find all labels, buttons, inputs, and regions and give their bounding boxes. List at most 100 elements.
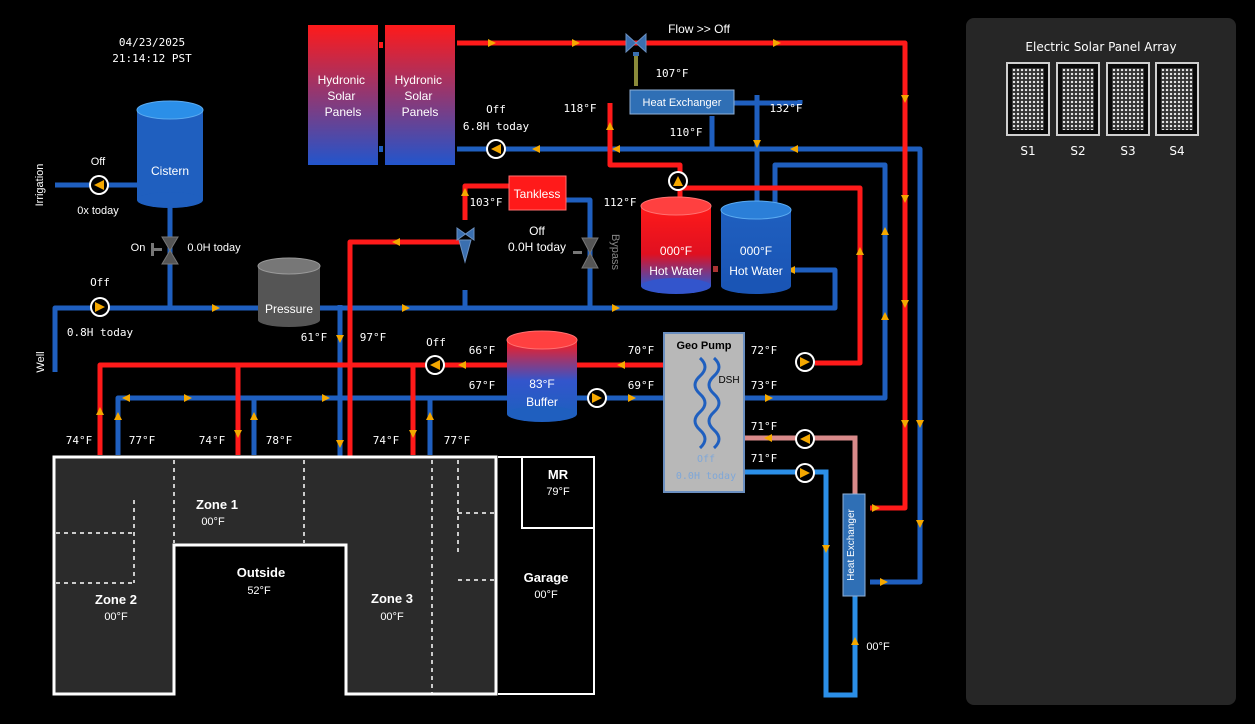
solar-pump-status: Off [486,103,506,116]
geo-temp-right-4: 71°F [751,452,778,465]
bypass-valve[interactable] [573,237,599,269]
zone3-return-temp: 77°F [444,434,471,447]
hx-bottom-temp: 00°F [866,641,890,653]
well-runtime: 0.8H today [67,326,134,339]
hot-water-tank-1[interactable]: 000°F Hot Water [640,196,712,294]
dhw-pump-icon[interactable] [795,352,815,372]
tankless-status: Off [529,224,545,238]
hx-top-temp-right: 132°F [769,102,802,115]
svg-text:Hydronic Solar Pan: Hydronic Solar Panels [395,73,446,119]
svg-text:Cistern: Cistern [151,164,189,178]
date-text: 04/23/2025 [119,36,185,49]
zone1-supply-temp: 74°F [66,434,93,447]
zone1-temp: 00°F [201,516,225,528]
solar-pump-icon[interactable] [486,139,506,159]
panel-connector-top [379,42,383,48]
zone3-supply-temp: 74°F [373,434,400,447]
svg-text:000°F: 000°F [660,244,692,258]
buffer-out-pump-icon[interactable] [587,388,607,408]
geo-temp-right-3: 71°F [751,420,778,433]
well-label: Well [35,351,47,372]
line-temp-97: 97°F [360,331,387,344]
light-blue-pipe [745,469,858,698]
zone3-name: Zone 3 [371,591,413,606]
svg-text:000°F: 000°F [740,244,772,258]
zone2-name: Zone 2 [95,592,137,607]
outside-name: Outside [237,565,285,580]
flow-label: Flow >> Off [668,22,730,36]
coil-icon [693,356,707,450]
solar-panel-s4[interactable] [1155,62,1199,136]
solar-pump-runtime: 6.8H today [463,120,530,133]
solar-panel-s1[interactable] [1006,62,1050,136]
irrigation-label: Irrigation [34,164,46,207]
zone1-return-temp: 77°F [129,434,156,447]
panel-connector-bottom [379,146,383,152]
pressure-tank[interactable]: Pressure [257,257,321,327]
zone2-temp: 00°F [104,611,128,623]
hydronic-solar-panel-1[interactable]: Hydronic Solar Panels [308,25,378,165]
cistern-valve-status: On [131,242,146,254]
mr-temp: 79°F [546,486,570,498]
tankless-temp-left: 103°F [469,196,502,209]
mr-name: MR [548,467,569,482]
irrigation-count: 0x today [77,205,119,217]
well-status: Off [90,276,110,289]
tankless-valve[interactable] [456,227,475,264]
tankless-heater[interactable]: Tankless [508,175,567,211]
cistern-valve[interactable] [151,236,179,265]
garage-temp: 00°F [534,589,558,601]
flow-valve[interactable] [625,32,647,86]
svg-text:Heat Exchanger: Heat Exchanger [643,97,722,109]
floor-plan [52,455,595,696]
geo-temp-right-2: 73°F [751,379,778,392]
buffer-temp-in-bottom: 67°F [469,379,496,392]
garage-name: Garage [524,570,569,585]
tankless-runtime: 0.0H today [508,240,566,254]
loop-return-pump-icon[interactable] [795,429,815,449]
svg-text:DSH: DSH [718,375,739,386]
solar-panel-label-s4: S4 [1169,144,1185,158]
geo-temp-right-1: 72°F [751,344,778,357]
geo-temp-left-top: 70°F [628,344,655,357]
svg-text:Off: Off [697,454,715,465]
zone1-name: Zone 1 [196,497,238,512]
well-pump-icon[interactable] [90,297,110,317]
geo-pump[interactable]: Geo Pump DSH Off 0.0H today [663,332,745,493]
zone2-return-temp: 78°F [266,434,293,447]
hot-water-tank-2[interactable]: 000°F Hot Water [720,200,792,294]
buffer-tank[interactable]: 83°F Buffer [506,330,578,422]
cistern-valve-runtime: 0.0H today [187,242,241,254]
loop-supply-pump-icon[interactable] [795,463,815,483]
svg-text:0.0H today: 0.0H today [676,471,736,482]
hx-top-temp-left: 118°F [563,102,596,115]
hot-pipes [97,40,908,520]
svg-text:Tankless: Tankless [514,187,561,201]
outside-temp: 52°F [247,585,271,597]
solar-panel-s3[interactable] [1106,62,1150,136]
svg-text:Buffer: Buffer [526,395,558,409]
svg-text:Hot Water: Hot Water [729,264,783,278]
hydronic-solar-panel-2[interactable]: Hydronic Solar Panels [385,25,455,165]
hx-top-temp-in: 107°F [655,67,688,80]
solar-panel-s2[interactable] [1056,62,1100,136]
svg-text:Hydronic Solar Pan: Hydronic Solar Panels [318,73,369,119]
time-text: 21:14:12 PST [112,52,192,65]
svg-text:Hot Water: Hot Water [649,264,703,278]
buffer-pump-icon[interactable] [425,355,445,375]
solar-panel-label-s1: S1 [1020,144,1036,158]
heat-exchanger-top[interactable]: Heat Exchanger [629,89,735,115]
irrigation-pump-icon[interactable] [89,175,109,195]
flow-arrows [96,39,924,645]
svg-text:83°F: 83°F [529,377,554,391]
buffer-pump-status: Off [426,336,446,349]
svg-text:Pressure: Pressure [265,302,313,316]
electric-panel-title: Electric Solar Panel Array [1025,40,1177,54]
heat-exchanger-bottom[interactable]: Heat Exchanger [842,493,866,597]
solar-hot-water-pump-icon[interactable] [668,171,688,191]
svg-text:Geo Pump: Geo Pump [676,340,731,352]
tankless-temp-right: 112°F [603,196,636,209]
pink-pipe [745,435,858,495]
cistern-tank[interactable]: Cistern [136,100,204,208]
bypass-label: Bypass [609,234,621,271]
